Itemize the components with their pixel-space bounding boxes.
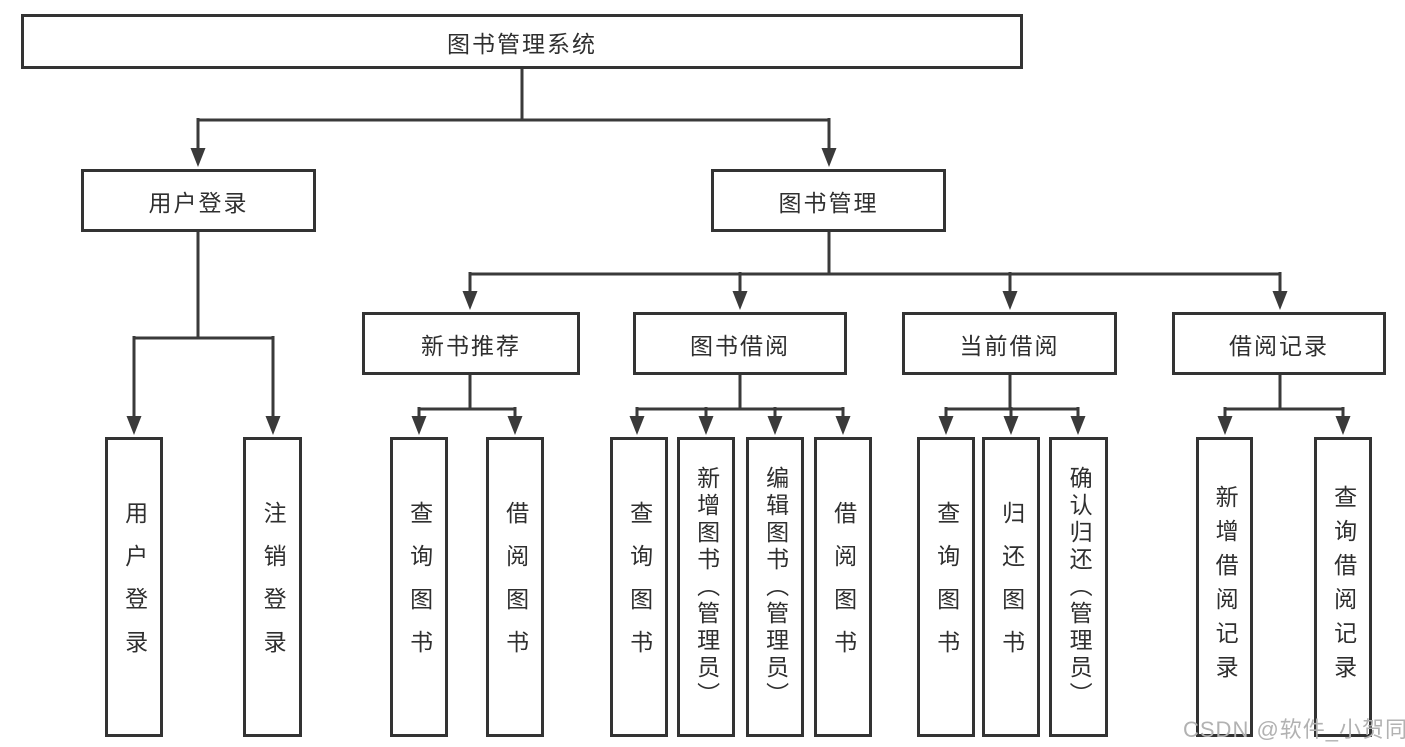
leaf-query-books-recommend-label: 查询图书	[406, 501, 433, 673]
leaf-add-borrow-record-label: 新增借阅记录	[1212, 485, 1239, 689]
leaf-borrow-books-recommend: 借阅图书	[486, 437, 544, 737]
leaf-borrow-books-recommend-label: 借阅图书	[502, 501, 529, 673]
csdn-watermark: CSDN @软件_小贺同学	[1183, 717, 1405, 742]
node-book-management: 图书管理	[711, 169, 946, 232]
leaf-user-login-label: 用户登录	[121, 501, 148, 673]
node-book-management-label: 图书管理	[778, 189, 879, 216]
leaf-return-book-label: 归还图书	[998, 501, 1025, 673]
node-book-borrowing: 图书借阅	[633, 312, 847, 375]
leaf-return-book: 归还图书	[982, 437, 1040, 737]
leaf-logout: 注销登录	[243, 437, 302, 737]
node-user-login: 用户登录	[81, 169, 316, 232]
leaf-borrow-books: 借阅图书	[814, 437, 872, 737]
node-borrow-records: 借阅记录	[1172, 312, 1386, 375]
node-new-book-recommend-label: 新书推荐	[421, 332, 521, 359]
leaf-query-books-current: 查询图书	[917, 437, 975, 737]
leaf-add-borrow-record: 新增借阅记录	[1196, 437, 1253, 737]
leaf-logout-label: 注销登录	[260, 501, 287, 673]
leaf-confirm-return-admin-label: 确认归还（管理员）	[1066, 465, 1093, 709]
leaf-confirm-return-admin: 确认归还（管理员）	[1049, 437, 1108, 737]
leaf-user-login: 用户登录	[105, 437, 163, 737]
node-root-system: 图书管理系统	[21, 14, 1023, 69]
leaf-borrow-books-label: 借阅图书	[830, 501, 857, 673]
node-user-login-label: 用户登录	[148, 189, 249, 216]
leaf-query-books-current-label: 查询图书	[933, 501, 960, 673]
node-new-book-recommend: 新书推荐	[362, 312, 580, 375]
node-root-label: 图书管理系统	[447, 30, 597, 57]
leaf-query-books-borrow: 查询图书	[610, 437, 668, 737]
leaf-query-borrow-record: 查询借阅记录	[1314, 437, 1372, 737]
node-borrow-records-label: 借阅记录	[1229, 332, 1329, 359]
arrowheads	[126, 148, 1351, 435]
node-current-borrowing: 当前借阅	[902, 312, 1117, 375]
leaf-edit-book-admin: 编辑图书（管理员）	[746, 437, 804, 737]
leaf-add-book-admin: 新增图书（管理员）	[677, 437, 735, 737]
leaf-add-book-admin-label: 新增图书（管理员）	[693, 465, 720, 709]
node-current-borrowing-label: 当前借阅	[959, 332, 1060, 359]
leaf-query-borrow-record-label: 查询借阅记录	[1330, 485, 1357, 689]
node-book-borrowing-label: 图书借阅	[690, 332, 790, 359]
leaf-edit-book-admin-label: 编辑图书（管理员）	[762, 465, 789, 709]
leaf-query-books-recommend: 查询图书	[390, 437, 448, 737]
leaf-query-books-borrow-label: 查询图书	[626, 501, 653, 673]
